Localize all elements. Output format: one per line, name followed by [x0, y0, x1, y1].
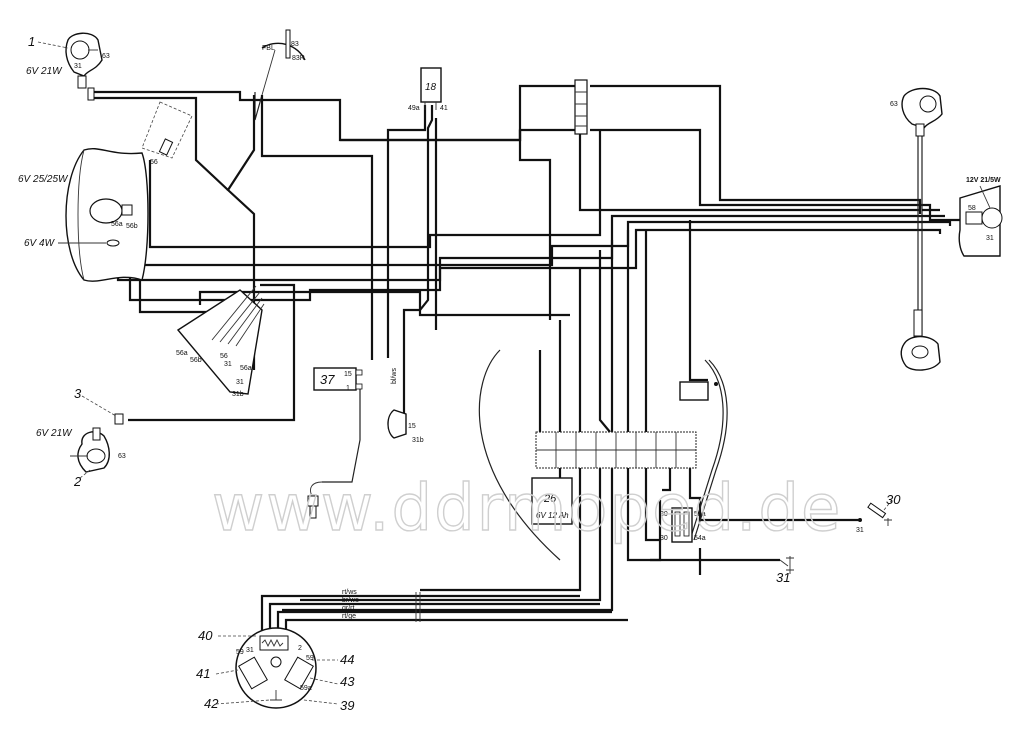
ground-30-terminal-31: 31	[856, 527, 864, 534]
terminal-block	[535, 431, 697, 469]
label-6v21w-rear: 6V 21W	[36, 428, 73, 439]
hb-terminal-56a: 56a	[176, 350, 188, 357]
ground-31	[779, 556, 794, 574]
label-2: 2	[73, 474, 82, 489]
magneto-label-41: 41	[196, 666, 210, 681]
rear-light-terminal-58: 58	[968, 205, 976, 212]
label-parking-light: 6V 4W	[24, 238, 56, 249]
magneto-terminal-31: 31	[246, 647, 254, 654]
magneto-label-43: 43	[340, 674, 355, 689]
relay-terminal-41: 41	[440, 105, 448, 112]
ignition-switch	[261, 29, 306, 96]
wire-clip	[415, 592, 421, 622]
brake-switch-terminal-56: 56	[150, 159, 158, 166]
wire-harness	[92, 84, 960, 640]
hb-terminal-56: 56	[220, 353, 228, 360]
turn-signal-rear-left	[70, 395, 124, 479]
headlight-terminal-56b: 56b	[126, 223, 138, 230]
frame-outline-arc	[478, 349, 561, 561]
horn	[387, 409, 407, 439]
label-31: 31	[776, 570, 790, 585]
terminal-63: 63	[102, 53, 110, 60]
label-6v21w-front: 6V 21W	[26, 66, 63, 77]
magneto-label-39: 39	[340, 698, 354, 713]
watermark: www.ddrmoped.de	[212, 472, 842, 546]
wire-label-rt-ge: rt/ge	[342, 613, 356, 620]
headlight-terminal-56a: 56a	[111, 221, 123, 228]
label-3: 3	[74, 386, 82, 401]
fuse-holder	[671, 507, 693, 543]
magneto-label-42: 42	[204, 696, 219, 711]
terminal-31: 31	[74, 63, 82, 70]
fuse-terminal-30-2: 30	[660, 535, 668, 542]
wire-label-br-ws: br/ws	[342, 597, 359, 604]
battery-number: 26	[543, 493, 557, 505]
turn-signal-front-left	[37, 32, 103, 101]
relay-terminal-49a: 49a	[408, 105, 420, 112]
hb-terminal-31-2: 31	[236, 379, 244, 386]
right-front-terminal-63: 63	[890, 101, 898, 108]
magneto-terminal-59-2: 59	[306, 655, 314, 662]
label-1: 1	[28, 34, 35, 49]
turn-signal-right-rear	[900, 309, 941, 371]
hb-terminal-31: 31	[224, 361, 232, 368]
horn-terminal-15: 15	[408, 423, 416, 430]
rear-light-terminal-31: 31	[986, 235, 994, 242]
handlebar-switch	[176, 285, 265, 395]
label-30: 30	[886, 492, 901, 507]
wire-label-gr-rt: gr/rt	[342, 605, 355, 612]
hb-terminal-56b: 56b	[190, 357, 202, 364]
ground-30	[858, 499, 893, 526]
ignition-coil	[313, 367, 363, 391]
turn-signal-right-front	[901, 87, 943, 137]
brake-switch	[141, 101, 193, 159]
horn-terminal-31b: 31b	[412, 437, 424, 444]
ignition-terminal-83r: 83R	[292, 55, 305, 62]
spark-plug	[307, 481, 323, 519]
hb-terminal-56a-2: 56a	[240, 365, 252, 372]
wire-label-rt-ws: rt/ws	[342, 589, 357, 596]
ignition-terminal-fbl: FBL	[262, 45, 275, 52]
headlight	[58, 148, 149, 282]
magneto-label-40: 40	[198, 628, 213, 643]
battery	[531, 477, 573, 525]
coil-terminal-1: 1	[346, 385, 350, 392]
magneto-terminal-59: 59	[236, 649, 244, 656]
connector-block-top	[574, 79, 588, 135]
fuse-terminal-59a: 59a	[694, 511, 706, 518]
magneto	[215, 627, 339, 709]
label-headlight-rating: 6V 25/25W	[18, 174, 69, 185]
coil-number: 37	[320, 372, 335, 387]
fuse-terminal-54a: 54a	[694, 535, 706, 542]
fuse-terminal-30: 30	[660, 511, 668, 518]
battery-rating: 6V 12 Ah	[536, 511, 569, 520]
magneto-terminal-59a: 59a	[300, 685, 312, 692]
hb-terminal-31b: 31b	[232, 391, 244, 398]
indicator-relay	[420, 67, 442, 110]
coil-terminal-15: 15	[344, 371, 352, 378]
magneto-label-44: 44	[340, 652, 354, 667]
magneto-terminal-2: 2	[298, 645, 302, 652]
rear-light	[958, 185, 1003, 257]
rear-left-terminal-63: 63	[118, 453, 126, 460]
ignition-terminal-83: 83	[291, 41, 299, 48]
rear-light-rating: 12V 21/5W	[966, 177, 1001, 184]
flasher-unit	[679, 381, 718, 401]
relay-number: 18	[425, 82, 437, 93]
wire-label-bl-ws: bl/ws	[391, 368, 398, 384]
